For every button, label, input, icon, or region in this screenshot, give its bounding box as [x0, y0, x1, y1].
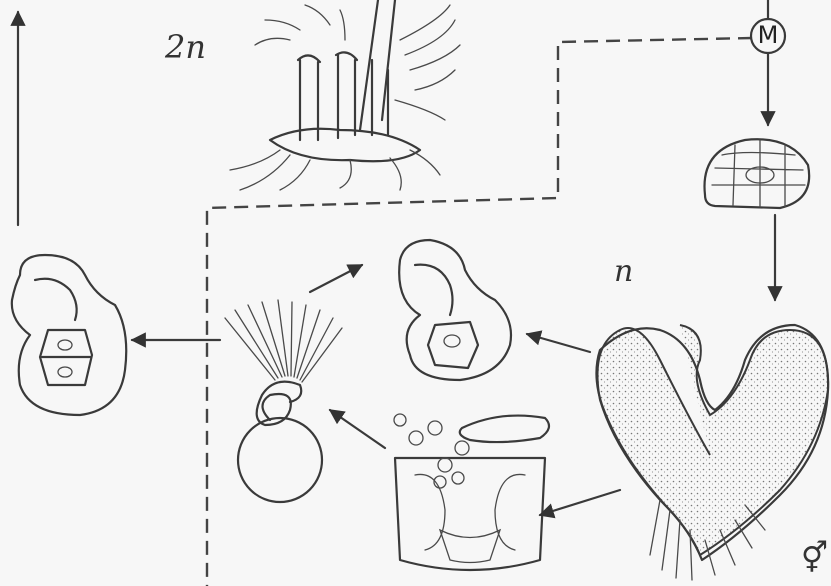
meiosis-label: M [751, 18, 785, 52]
arrow-from-gametophyte-to-archegonium [527, 334, 590, 352]
spore-illustration [705, 139, 810, 208]
archegonium-illustration [399, 240, 511, 380]
bisexual-symbol-icon: ⚥ [801, 541, 828, 576]
diploid-label: 2n [165, 28, 206, 66]
sperm-illustration [225, 300, 342, 502]
sporophyte-illustration [230, 0, 460, 190]
haploid-label: n [614, 254, 633, 289]
arrow-to-antheridium [540, 490, 620, 515]
arrow-to-egg-cell [310, 265, 362, 292]
arrow-to-sperm [330, 410, 385, 448]
embryo-left-illustration [12, 255, 126, 415]
antheridium-illustration [394, 414, 549, 570]
gametophyte-illustration [596, 325, 828, 580]
